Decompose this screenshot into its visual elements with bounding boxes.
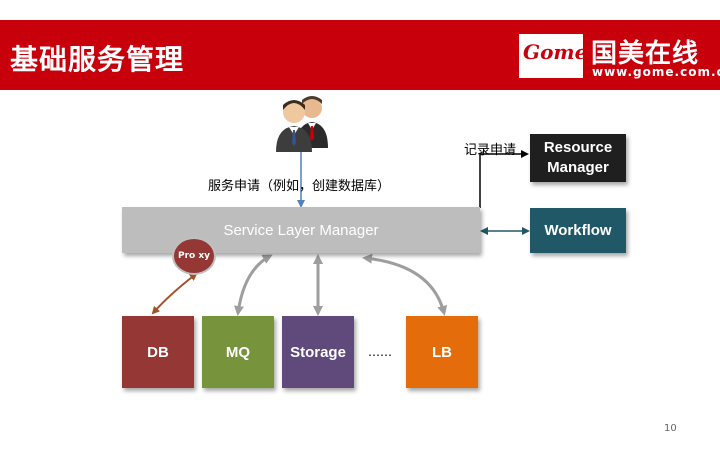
lb-box: LB bbox=[406, 316, 478, 388]
users-icon bbox=[276, 96, 328, 152]
gome-logo-box bbox=[519, 34, 583, 78]
title-bar bbox=[0, 20, 720, 90]
proxy-db-arrow bbox=[151, 272, 198, 315]
lb-slm-arrow bbox=[362, 253, 448, 316]
request-label: 服务申请（例如，创建数据库） bbox=[208, 179, 391, 194]
page-number: 10 bbox=[664, 423, 677, 434]
mq-box: MQ bbox=[202, 316, 274, 388]
record-label: 记录申请 bbox=[464, 143, 517, 158]
mq-slm-arrow bbox=[234, 254, 273, 316]
slide-title: 基础服务管理 bbox=[10, 43, 185, 76]
more-services-ellipsis: …… bbox=[368, 345, 392, 359]
db-box: DB bbox=[122, 316, 194, 388]
gome-logo-chinese: 国美在线 bbox=[591, 39, 700, 69]
record-arrow bbox=[479, 150, 529, 208]
storage-box: Storage bbox=[282, 316, 354, 388]
proxy-node: Pro xy bbox=[172, 237, 216, 275]
gome-logo-url: www.gome.com.cn bbox=[592, 65, 720, 79]
workflow-box: Workflow bbox=[530, 208, 626, 253]
resource-manager-box: Resource Manager bbox=[530, 134, 626, 182]
gome-logo-word: Gome bbox=[523, 40, 588, 64]
